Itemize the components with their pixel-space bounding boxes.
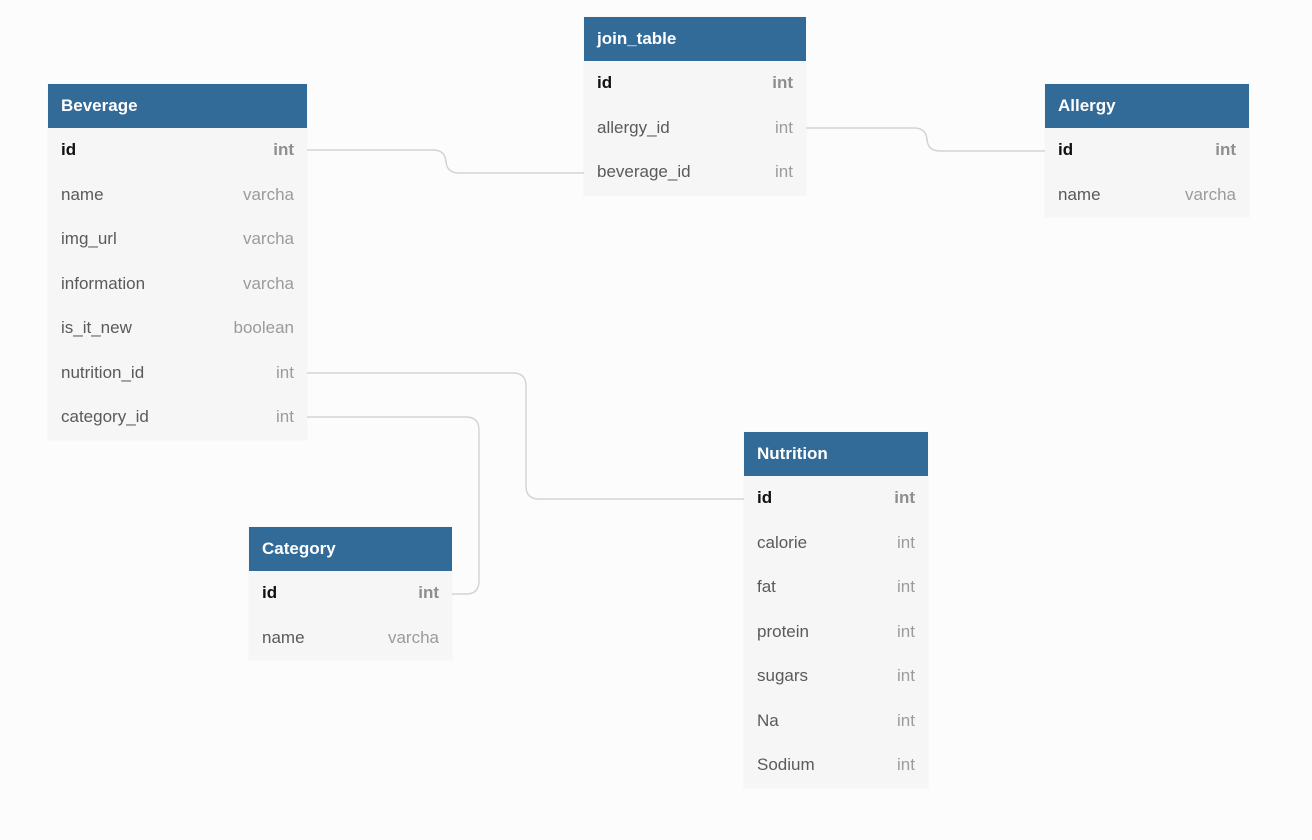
- table-header[interactable]: Beverage: [48, 84, 307, 128]
- field-name: allergy_id: [597, 117, 670, 137]
- field-type: varcha: [387, 627, 439, 647]
- field-row[interactable]: Sodium int: [744, 743, 928, 788]
- field-type: int: [897, 755, 915, 774]
- field-name: protein: [757, 621, 809, 641]
- table-beverage[interactable]: Beverage id int name varcha img_url varc…: [48, 84, 307, 440]
- field-name: beverage_id: [597, 162, 691, 181]
- field-type: int: [897, 532, 915, 552]
- link-beverage-nutrition-id-to-nutrition-id: [307, 372, 744, 500]
- field-name: nutrition_id: [61, 362, 145, 382]
- field-type: varcha: [1184, 184, 1236, 204]
- field-type: int: [897, 621, 915, 641]
- field-type: int: [1215, 140, 1236, 159]
- field-type: int: [775, 162, 793, 181]
- table-allergy[interactable]: Allergy id int name varcha: [1045, 84, 1249, 217]
- field-type: int: [772, 73, 793, 92]
- field-name: id: [757, 488, 773, 507]
- table-nutrition[interactable]: Nutrition id int calorie int fat int pro…: [744, 432, 928, 788]
- field-name: name: [61, 184, 104, 204]
- field-name: id: [1058, 140, 1074, 159]
- field-type: varcha: [242, 184, 294, 204]
- field-name: is_it_new: [61, 318, 132, 337]
- field-type: int: [273, 140, 294, 159]
- table-header[interactable]: Allergy: [1045, 84, 1249, 128]
- field-row[interactable]: is_it_new boolean: [48, 306, 307, 351]
- table-header[interactable]: join_table: [584, 17, 806, 61]
- field-row[interactable]: id int: [584, 61, 806, 106]
- field-row[interactable]: id int: [249, 571, 452, 616]
- field-type: int: [276, 407, 294, 426]
- field-name: id: [61, 140, 77, 159]
- field-name: information: [61, 273, 146, 293]
- field-row[interactable]: nutrition_id int: [48, 351, 307, 396]
- field-row[interactable]: name varcha: [1045, 173, 1249, 218]
- field-type: boolean: [233, 318, 294, 337]
- field-name: id: [597, 73, 613, 92]
- field-row[interactable]: protein int: [744, 610, 928, 655]
- field-row[interactable]: category_id int: [48, 395, 307, 440]
- field-name: id: [262, 583, 278, 602]
- field-type: int: [775, 117, 793, 137]
- field-row[interactable]: name varcha: [249, 616, 452, 661]
- field-type: int: [897, 710, 915, 730]
- field-type: int: [276, 362, 294, 382]
- field-name: calorie: [757, 532, 808, 552]
- field-name: Na: [757, 710, 779, 730]
- field-type: int: [897, 666, 915, 685]
- field-name: category_id: [61, 407, 149, 426]
- field-row[interactable]: name varcha: [48, 173, 307, 218]
- field-type: int: [418, 583, 439, 602]
- field-row[interactable]: allergy_id int: [584, 106, 806, 151]
- field-name: name: [262, 627, 305, 647]
- field-name: Sodium: [757, 755, 815, 774]
- field-row[interactable]: calorie int: [744, 521, 928, 566]
- table-join-table[interactable]: join_table id int allergy_id int beverag…: [584, 17, 806, 195]
- field-row[interactable]: id int: [744, 476, 928, 521]
- field-row[interactable]: Na int: [744, 699, 928, 744]
- field-row[interactable]: id int: [1045, 128, 1249, 173]
- field-row[interactable]: id int: [48, 128, 307, 173]
- field-name: fat: [757, 577, 776, 596]
- field-type: varcha: [242, 229, 294, 248]
- link-beverage-id-to-join-beverage-id: [307, 149, 584, 174]
- field-type: int: [897, 577, 915, 596]
- field-name: sugars: [757, 666, 809, 685]
- link-join-allergy-id-to-allergy-id: [806, 127, 1045, 152]
- field-row[interactable]: beverage_id int: [584, 150, 806, 195]
- field-name: img_url: [61, 229, 117, 248]
- table-category[interactable]: Category id int name varcha: [249, 527, 452, 660]
- field-row[interactable]: fat int: [744, 565, 928, 610]
- field-row[interactable]: img_url varcha: [48, 217, 307, 262]
- field-name: name: [1058, 184, 1101, 204]
- table-header[interactable]: Nutrition: [744, 432, 928, 476]
- table-header[interactable]: Category: [249, 527, 452, 571]
- field-type: int: [894, 488, 915, 507]
- field-row[interactable]: information varcha: [48, 262, 307, 307]
- field-type: varcha: [242, 273, 294, 293]
- field-row[interactable]: sugars int: [744, 654, 928, 699]
